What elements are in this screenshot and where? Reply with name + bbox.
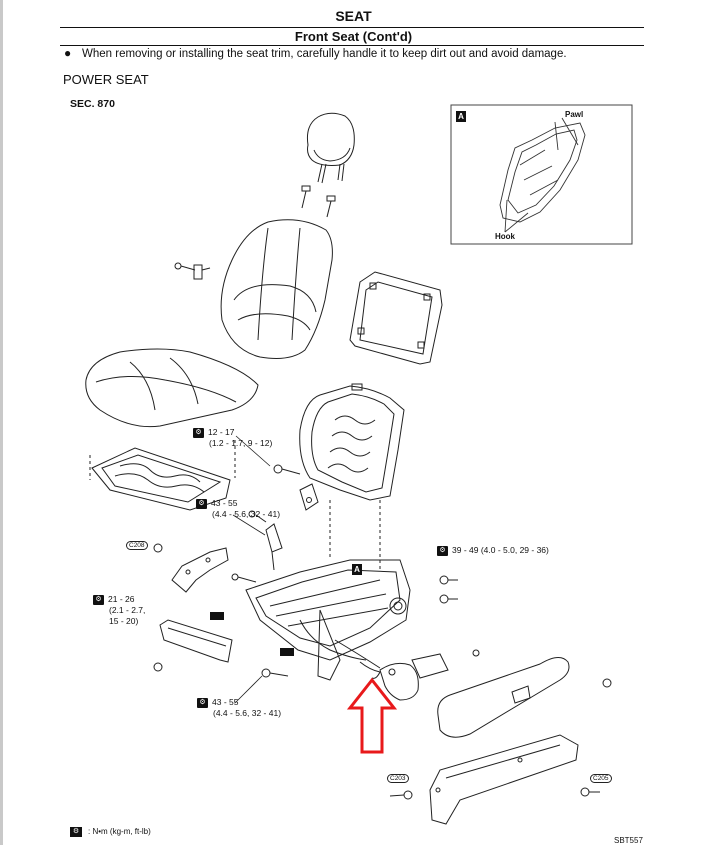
note-text: When removing or installing the seat tri… — [82, 48, 567, 60]
section-number: SEC. 870 — [70, 98, 115, 110]
clip-code: C203 — [387, 774, 409, 783]
seatback-cushion-drawing — [220, 219, 333, 359]
pawl-label: Pawl — [565, 110, 584, 119]
recliner-link-drawing — [299, 483, 319, 511]
clip-drawing — [389, 787, 600, 800]
torque-spec-side-bracket: ⚙21 - 26 (2.1 - 2.7, 15 - 20) — [93, 594, 145, 627]
hook-label: Hook — [495, 232, 515, 241]
headrest-guide-drawing — [301, 185, 336, 218]
torque-wrench-icon: ⚙ — [437, 545, 448, 556]
torque-wrench-icon: ⚙ — [197, 697, 208, 708]
page-left-border — [0, 0, 3, 845]
clip-code: C205 — [590, 774, 612, 783]
seatback-frame-drawing — [299, 383, 405, 501]
highlight-arrow — [346, 677, 398, 754]
torque-spec-recliner: ⚙12 - 17 (1.2 - 1.7, 9 - 12) — [193, 427, 272, 449]
torque-wrench-icon: ⚙ — [196, 498, 207, 509]
inset-detail-box — [450, 104, 633, 245]
trim-clip-drawing — [174, 262, 211, 280]
section-divider — [60, 45, 644, 46]
detail-a-marker: A — [352, 564, 362, 575]
inset-seatback-frame-drawing — [499, 117, 586, 233]
seat-side-cover-drawing — [437, 657, 570, 738]
note-bullet: ● — [64, 46, 72, 60]
torque-leader-lines — [232, 435, 271, 704]
figure-code: SBT557 — [614, 836, 643, 845]
mounting-bolt-drawing — [439, 575, 612, 688]
torque-wrench-icon: ⚙ — [93, 594, 104, 605]
subheading-power-seat: POWER SEAT — [63, 72, 149, 87]
headrest-drawing — [307, 112, 355, 184]
page-title: SEAT — [335, 8, 372, 24]
torque-spec-adjuster: ⚙39 - 49 (4.0 - 5.0, 29 - 36) — [437, 545, 549, 556]
torque-wrench-icon: ⚙ — [193, 427, 204, 438]
seatbelt-buckle-drawing — [248, 510, 283, 571]
torque-tag — [210, 612, 224, 620]
seat-cushion-frame-drawing — [89, 440, 236, 511]
side-bracket-drawing — [171, 547, 229, 593]
torque-unit-legend: ⚙: N•m (kg-m, ft-lb) — [70, 827, 151, 837]
header-divider — [60, 27, 644, 28]
lower-rail-cover-drawing — [429, 734, 579, 825]
torque-spec-buckle: ⚙43 - 55 (4.4 - 5.6, 32 - 41) — [196, 498, 280, 520]
recliner-bolt-drawing — [273, 464, 301, 475]
torque-tag — [280, 648, 294, 656]
section-title: Front Seat (Cont'd) — [294, 29, 413, 44]
inset-marker: A — [456, 111, 466, 122]
seat-motor-harness-drawing — [359, 649, 480, 701]
seat-adjuster-mechanism-drawing — [245, 559, 411, 681]
torque-spec-rail: ⚙43 - 55 (4.4 - 5.6, 32 - 41) — [197, 697, 281, 719]
seatback-board-drawing — [349, 271, 443, 365]
inner-cover-drawing — [159, 619, 233, 663]
torque-wrench-icon: ⚙ — [70, 827, 82, 837]
seat-cushion-drawing — [85, 348, 259, 428]
mounting-bolt-drawing — [153, 543, 289, 678]
clip-code: C208 — [126, 541, 148, 550]
